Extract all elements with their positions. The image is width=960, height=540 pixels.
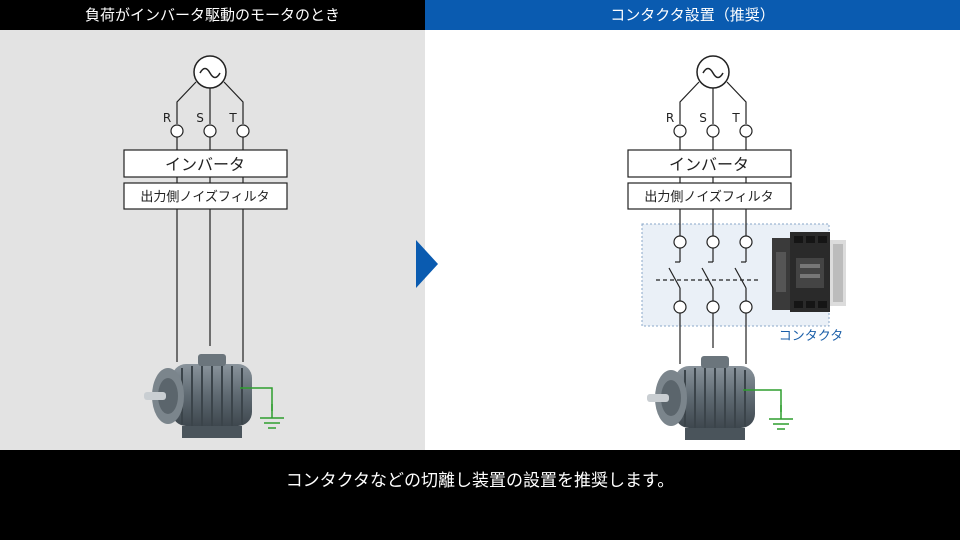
terminal-leads — [176, 137, 244, 150]
filter-label: 出力側ノイズフィルタ — [140, 189, 269, 205]
contactor-label: コンタクタ — [779, 329, 843, 344]
inverter-box — [123, 149, 288, 178]
ground-symbol — [259, 403, 285, 429]
arrow-icon — [416, 240, 438, 288]
source-wires — [176, 81, 244, 124]
footer-caption: コンタクタなどの切離し装置の設置を推奨します。 — [0, 450, 960, 540]
terminal-symbols — [170, 124, 250, 138]
ground-wire — [743, 389, 782, 412]
phase-label-t: T — [228, 111, 237, 125]
left-diagram: R S T インバータ 出力側ノイズフィルタ — [123, 55, 288, 439]
phase-label-r: R — [666, 111, 674, 125]
phase-label-r: R — [163, 111, 171, 125]
right-diagram: R S T インバータ 出力側ノイズフィルタ — [627, 55, 846, 441]
contactor-switch-symbols — [656, 235, 760, 314]
ac-source-symbol — [193, 55, 227, 89]
inverter-label: インバータ — [669, 155, 749, 174]
inverter-label: インバータ — [165, 155, 245, 174]
filter-to-contactor-wires — [679, 209, 747, 236]
contactor-to-motor-wires — [679, 313, 747, 364]
wiring-diagrams: R S T インバータ 出力側ノイズフィルタ — [123, 55, 846, 441]
motor-image — [143, 353, 253, 439]
phase-label-s: S — [699, 111, 707, 125]
inverter-box — [627, 149, 792, 178]
ground-wire — [240, 387, 273, 411]
right-panel-title: コンタクタ設置（推奨） — [425, 0, 960, 30]
filter-box — [123, 182, 288, 210]
phase-label-t: T — [731, 111, 740, 125]
motor-wires — [176, 209, 244, 362]
ac-source-symbol — [696, 55, 730, 89]
left-panel-title: 負荷がインバータ駆動のモータのとき — [0, 0, 425, 30]
phase-label-s: S — [196, 111, 204, 125]
motor-image — [646, 355, 756, 441]
ground-symbol — [768, 404, 794, 430]
filter-box — [627, 182, 792, 210]
terminal-symbols — [673, 124, 753, 138]
filter-label: 出力側ノイズフィルタ — [644, 189, 773, 205]
contactor-image — [772, 232, 846, 312]
